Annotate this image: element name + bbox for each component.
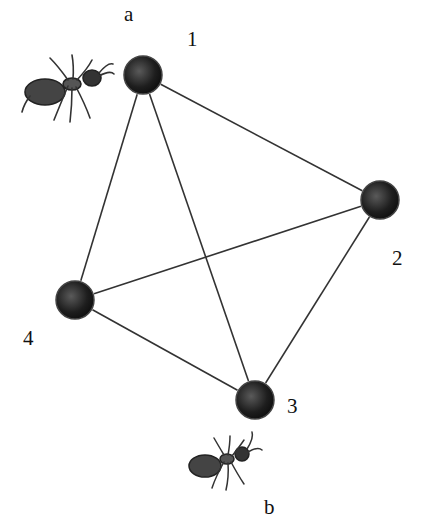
- vertex-number: 1: [187, 29, 198, 50]
- ant-label: b: [264, 497, 275, 518]
- graph-vertex: 3: [235, 380, 275, 420]
- ant-b: [189, 432, 262, 490]
- ant-label: a: [124, 4, 133, 25]
- graph-edge: [150, 94, 249, 381]
- vertex-number: 4: [23, 328, 34, 349]
- graph-edge: [81, 94, 137, 281]
- graph-vertex: 2: [360, 180, 400, 220]
- graph-edge: [94, 206, 361, 294]
- graph-vertex: 1: [123, 55, 163, 95]
- vertex-dot: [55, 280, 95, 320]
- vertex-number: 3: [287, 396, 298, 417]
- ant-a: [22, 55, 114, 122]
- vertex-dot: [360, 180, 400, 220]
- graph-vertex: 4: [55, 280, 95, 320]
- vertex-number: 2: [392, 248, 403, 269]
- vertex-dot: [235, 380, 275, 420]
- graph-edge: [161, 84, 363, 190]
- graph-edge: [266, 217, 370, 383]
- vertex-dot: [123, 55, 163, 95]
- graph-edge: [92, 310, 237, 391]
